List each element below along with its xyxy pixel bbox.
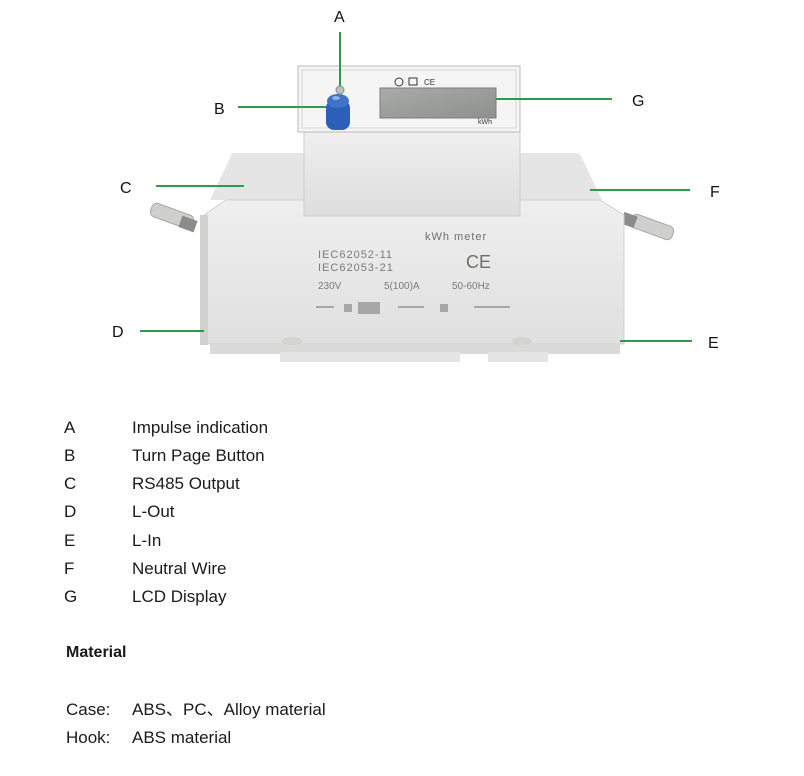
- turn-page-button[interactable]: [326, 94, 350, 130]
- legend-desc: Neutral Wire: [132, 559, 227, 578]
- legend-key: B: [64, 446, 76, 465]
- meter-diagram: kWh CE kWh meter IEC62052-11 IEC62053-21…: [112, 9, 720, 362]
- impulse-led: [335, 85, 345, 95]
- callout-b: B: [214, 101, 225, 118]
- front-title: kWh meter: [425, 231, 487, 243]
- legend-key: G: [64, 587, 78, 606]
- material-row: Hook: ABS material: [66, 726, 231, 750]
- callout-d: D: [112, 324, 124, 341]
- legend-desc: L-Out: [132, 502, 175, 521]
- ce-mark: CE: [466, 252, 491, 272]
- lcd-display: [379, 87, 497, 119]
- lcd-unit-label: kWh: [478, 119, 492, 126]
- top-certification-icons: [394, 77, 418, 87]
- material-value: ABS material: [132, 728, 232, 747]
- wiring-diagram-print: [316, 302, 510, 314]
- legend-key: D: [64, 502, 77, 521]
- material-key: Hook:: [66, 728, 111, 747]
- meter-body: [200, 153, 625, 362]
- material-key: Case:: [66, 700, 111, 719]
- callout-c: C: [120, 180, 132, 197]
- right-terminal-screw: [620, 211, 675, 241]
- frequency-rating: 50-60Hz: [452, 281, 490, 292]
- left-terminal-screw: [149, 202, 198, 233]
- current-rating: 5(100)A: [384, 281, 420, 292]
- legend-key: E: [64, 531, 76, 550]
- callout-leaders: [140, 32, 692, 342]
- material-value: ABS、PC、Alloy material: [132, 700, 326, 719]
- callout-e: E: [708, 335, 719, 352]
- legend-desc: Turn Page Button: [132, 446, 265, 465]
- callout-f: F: [710, 184, 720, 201]
- standard-2: IEC62053-21: [318, 262, 394, 274]
- material-heading: Material: [66, 644, 127, 661]
- legend-desc: L-In: [132, 531, 162, 550]
- legend-desc: LCD Display: [132, 587, 227, 606]
- legend-desc: Impulse indication: [132, 418, 269, 437]
- legend-key: A: [64, 418, 76, 437]
- standard-1: IEC62052-11: [318, 249, 393, 261]
- legend-desc: RS485 Output: [132, 474, 240, 493]
- callout-a: A: [334, 9, 345, 26]
- top-ce-mark: CE: [424, 78, 435, 87]
- legend-key: F: [64, 559, 75, 578]
- callout-g: G: [632, 93, 644, 110]
- voltage-rating: 230V: [318, 281, 342, 292]
- material-row: Case: ABS、PC、Alloy material: [66, 698, 326, 722]
- legend-key: C: [64, 474, 77, 493]
